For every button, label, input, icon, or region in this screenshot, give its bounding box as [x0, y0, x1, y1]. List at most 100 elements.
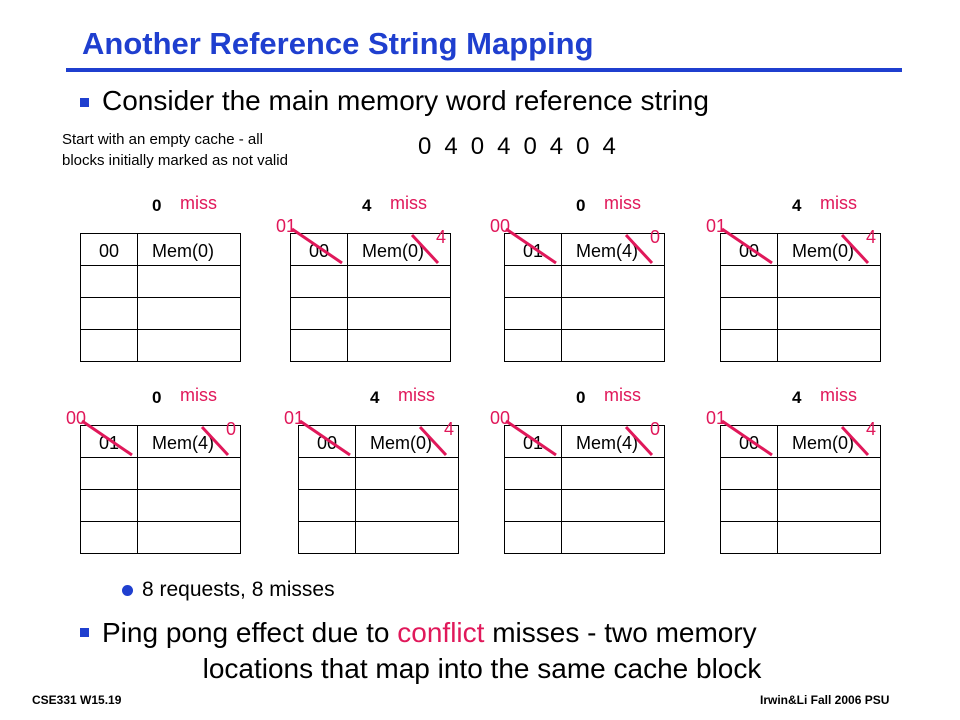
- step-result-label: miss: [398, 385, 435, 405]
- cache-data-cell: Mem(4): [562, 426, 665, 458]
- step-result-label: miss: [390, 193, 427, 213]
- cache-tag-cell: [721, 266, 778, 298]
- step-result-label: miss: [820, 385, 857, 405]
- cache-tag-cell: [81, 330, 138, 362]
- cache-table: 00 Mem(0): [298, 425, 459, 554]
- cache-table: 01 Mem(4): [504, 233, 665, 362]
- bullet-square-icon: [80, 98, 89, 107]
- cache-tag-cell: [299, 490, 356, 522]
- cache-tag-value: 00: [317, 433, 338, 453]
- cache-data-cell: [562, 522, 665, 554]
- cache-table: 00 Mem(0): [80, 233, 241, 362]
- cache-data-cell: [348, 298, 451, 330]
- cache-data-cell: [562, 458, 665, 490]
- cache-tag-cell: [291, 330, 348, 362]
- cache-tag-cell: [505, 266, 562, 298]
- cache-data-cell: [778, 522, 881, 554]
- cache-data-cell: [138, 490, 241, 522]
- conclusion-pre: Ping pong effect due to: [102, 617, 398, 648]
- cache-tag-cell: [291, 266, 348, 298]
- cache-data-cell: Mem(0): [356, 426, 459, 458]
- replaced-tag-value: 00: [490, 408, 511, 428]
- cache-tag-cell: [505, 330, 562, 362]
- cache-tag-cell: [721, 458, 778, 490]
- cache-data-value: Mem(0): [370, 433, 432, 453]
- conclusion-post: misses - two memory: [484, 617, 757, 648]
- cache-data-cell: [562, 330, 665, 362]
- step-reference-label: 0: [152, 388, 162, 407]
- bullet-square-icon: [80, 628, 89, 637]
- conclusion: Ping pong effect due to conflict misses …: [102, 615, 922, 687]
- cache-tag-cell: [721, 298, 778, 330]
- cache-data-cell: [138, 330, 241, 362]
- cache-tag-cell: [81, 266, 138, 298]
- cache-data-value: Mem(4): [576, 241, 638, 261]
- cache-data-cell: [138, 266, 241, 298]
- replaced-data-value: 0: [226, 419, 237, 439]
- cache-tag-cell: [299, 458, 356, 490]
- cache-data-cell: Mem(0): [778, 234, 881, 266]
- cache-data-cell: [562, 298, 665, 330]
- step-reference-label: 4: [370, 388, 380, 407]
- cache-data-cell: [138, 298, 241, 330]
- replaced-tag-value: 01: [706, 216, 727, 236]
- cache-tag-cell: [505, 458, 562, 490]
- reference-item: 0: [576, 133, 590, 160]
- cache-data-cell: [356, 522, 459, 554]
- cache-tag-cell: 00: [291, 234, 348, 266]
- cache-data-cell: Mem(4): [138, 426, 241, 458]
- reference-item: 0: [470, 133, 485, 160]
- replaced-data-value: 4: [866, 419, 877, 439]
- cache-tag-cell: [291, 298, 348, 330]
- cache-data-cell: [778, 298, 881, 330]
- step-reference-label: 4: [362, 196, 372, 215]
- cache-tag-value: 00: [99, 241, 120, 261]
- cache-data-value: Mem(0): [792, 433, 854, 453]
- conclusion-line-2: locations that map into the same cache b…: [202, 653, 762, 684]
- reference-item: 4: [602, 133, 616, 160]
- cache-tag-cell: [505, 298, 562, 330]
- step-result-label: miss: [604, 385, 641, 405]
- cache-data-cell: Mem(0): [348, 234, 451, 266]
- footer-credit: Irwin&Li Fall 2006 PSU: [760, 693, 890, 707]
- cache-data-value: Mem(0): [792, 241, 854, 261]
- cache-tag-cell: 00: [299, 426, 356, 458]
- note-line-1: Start with an empty cache - all: [62, 131, 263, 148]
- reference-item: 0: [418, 133, 432, 160]
- cache-tag-cell: [505, 490, 562, 522]
- replaced-tag-value: 00: [66, 408, 87, 428]
- cache-data-value: Mem(4): [576, 433, 638, 453]
- cache-tag-cell: [721, 490, 778, 522]
- cache-tag-cell: [299, 522, 356, 554]
- step-result-label: miss: [604, 193, 641, 213]
- step-reference-label: 4: [792, 388, 802, 407]
- cache-data-cell: [778, 458, 881, 490]
- cache-tag-cell: 00: [81, 234, 138, 266]
- replaced-tag-value: 01: [284, 408, 305, 428]
- cache-data-cell: Mem(0): [778, 426, 881, 458]
- replaced-tag-value: 00: [490, 216, 511, 236]
- cache-tag-cell: [81, 522, 138, 554]
- replaced-data-value: 0: [650, 419, 661, 439]
- cache-data-cell: [778, 266, 881, 298]
- page-title: Another Reference String Mapping: [82, 26, 594, 61]
- cache-tag-value: 00: [739, 433, 760, 453]
- cache-data-cell: Mem(0): [138, 234, 241, 266]
- cache-data-value: Mem(4): [152, 433, 214, 453]
- cache-tag-cell: 01: [81, 426, 138, 458]
- cache-data-cell: [562, 490, 665, 522]
- cache-tag-cell: [81, 458, 138, 490]
- cache-tag-cell: [721, 330, 778, 362]
- replaced-data-value: 4: [866, 227, 877, 247]
- cache-tag-value: 01: [523, 241, 544, 261]
- cache-tag-cell: 01: [505, 234, 562, 266]
- cache-tag-value: 00: [739, 241, 760, 261]
- cache-table: 00 Mem(0): [720, 233, 881, 362]
- reference-item: 0: [523, 133, 537, 160]
- cache-data-cell: [356, 490, 459, 522]
- cache-tag-cell: [81, 490, 138, 522]
- cache-table: 01 Mem(4): [80, 425, 241, 554]
